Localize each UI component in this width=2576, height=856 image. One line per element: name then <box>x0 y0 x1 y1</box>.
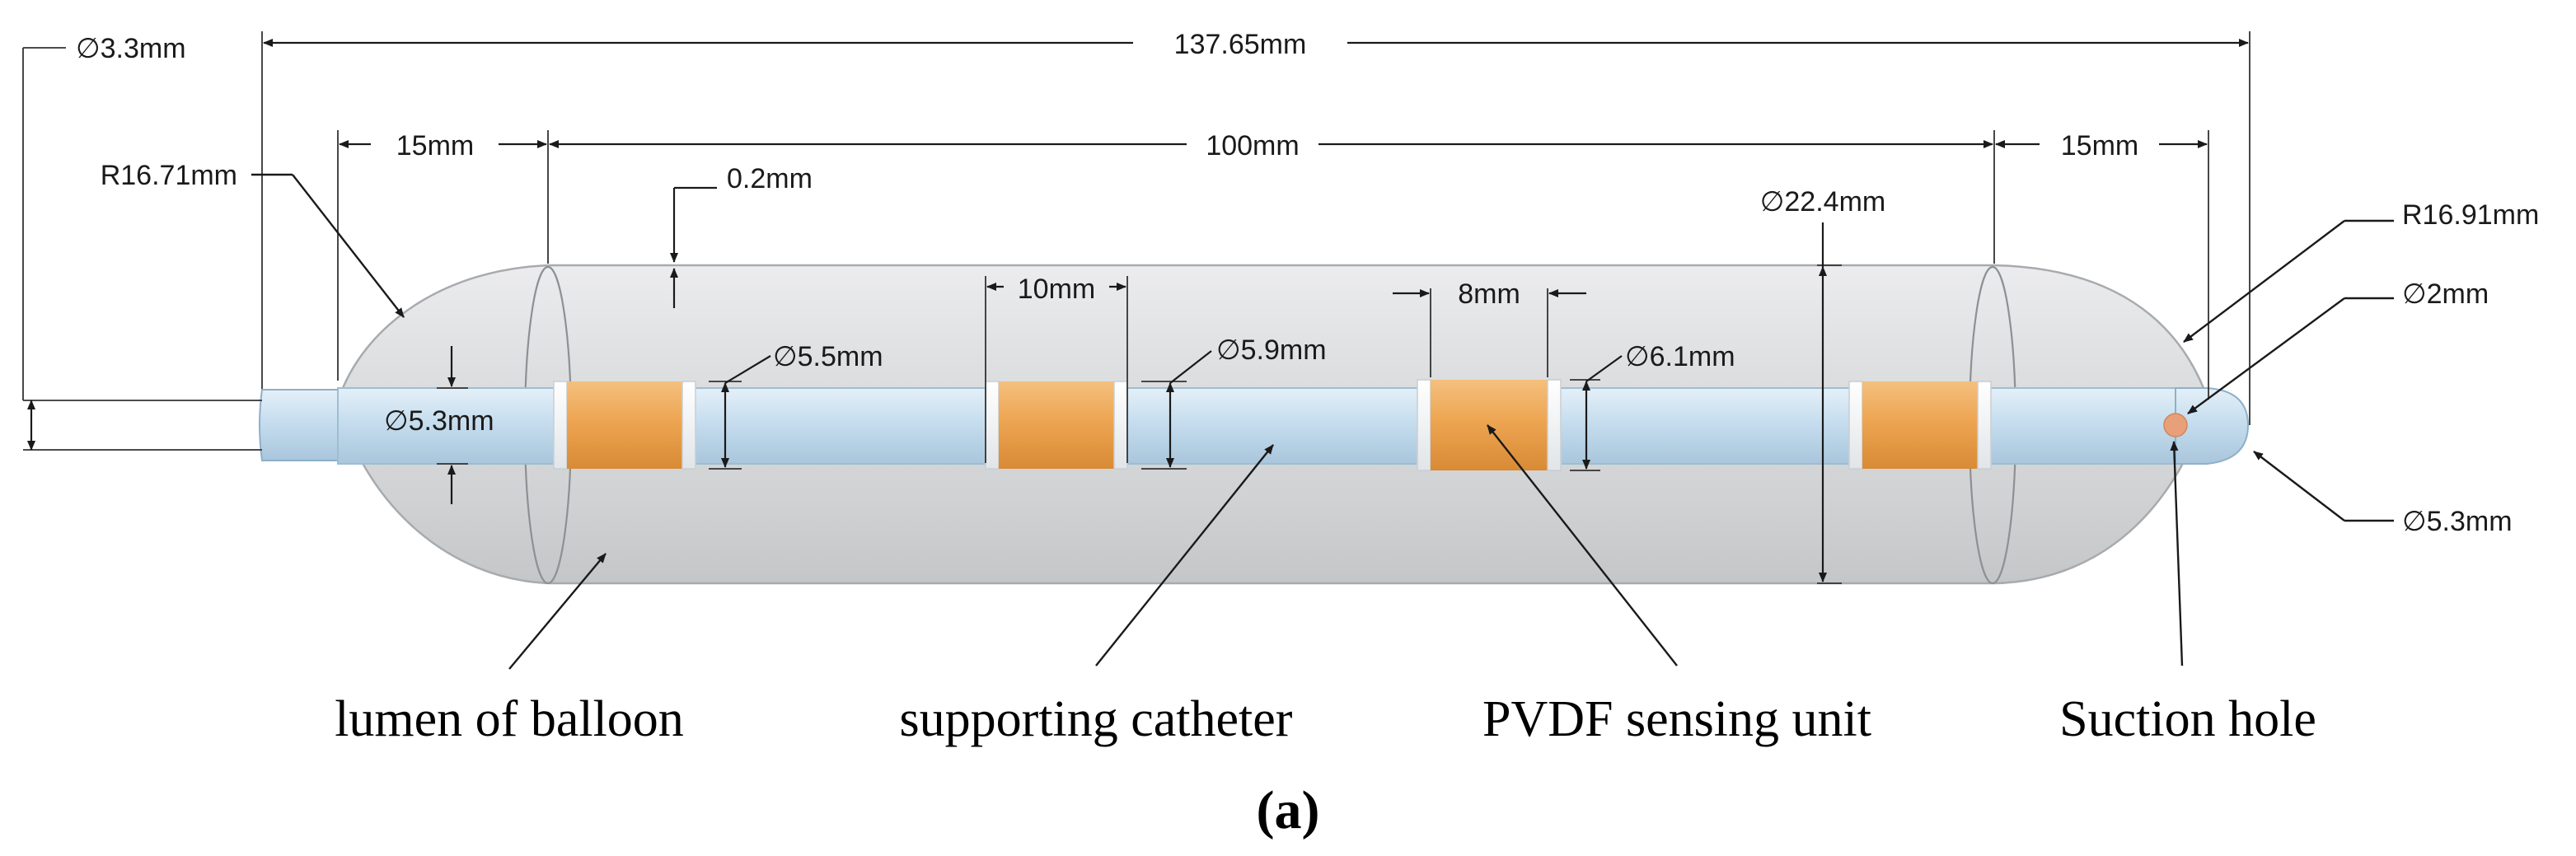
panel-label: (a) <box>1257 780 1320 840</box>
label-supporting-catheter: supporting catheter <box>900 691 1293 747</box>
dim-sensor1-diameter: ∅5.5mm <box>773 341 883 372</box>
dim-catheter-diameter-right: ∅5.3mm <box>2402 506 2513 537</box>
dim-sensor2-diameter: ∅5.9mm <box>1216 334 1327 366</box>
dim-suction-hole-diameter: ∅2mm <box>2402 278 2489 310</box>
dim-sensor2-length: 10mm <box>1018 274 1095 305</box>
suction-hole <box>2163 413 2188 437</box>
label-lumen-of-balloon: lumen of balloon <box>335 691 684 747</box>
dim-total-length: 137.65mm <box>1174 29 1307 60</box>
sensor-unit-4 <box>1848 381 1992 470</box>
dim-right-radius: R16.91mm <box>2402 199 2539 231</box>
dim-wall-thickness: 0.2mm <box>727 163 813 194</box>
dim-catheter-diameter-left: ∅5.3mm <box>384 405 494 437</box>
label-suction-hole: Suction hole <box>2059 691 2316 747</box>
dim-tip-diameter: ∅3.3mm <box>76 33 186 64</box>
sensor-unit-2 <box>985 381 1128 470</box>
dim-body-length: 100mm <box>1206 130 1299 161</box>
catheter-left-tip <box>259 389 347 461</box>
dim-balloon-diameter: ∅22.4mm <box>1760 186 1885 218</box>
dim-left-taper: 15mm <box>396 130 474 161</box>
sensor-unit-3 <box>1417 379 1562 471</box>
dim-left-radius: R16.71mm <box>101 160 237 191</box>
dim-right-taper: 15mm <box>2061 130 2138 161</box>
dim-sensor3-diameter: ∅6.1mm <box>1625 341 1735 372</box>
label-pvdf-sensing-unit: PVDF sensing unit <box>1482 691 1871 747</box>
dim-sensor3-length: 8mm <box>1458 278 1520 310</box>
sensor-unit-1 <box>553 381 696 470</box>
